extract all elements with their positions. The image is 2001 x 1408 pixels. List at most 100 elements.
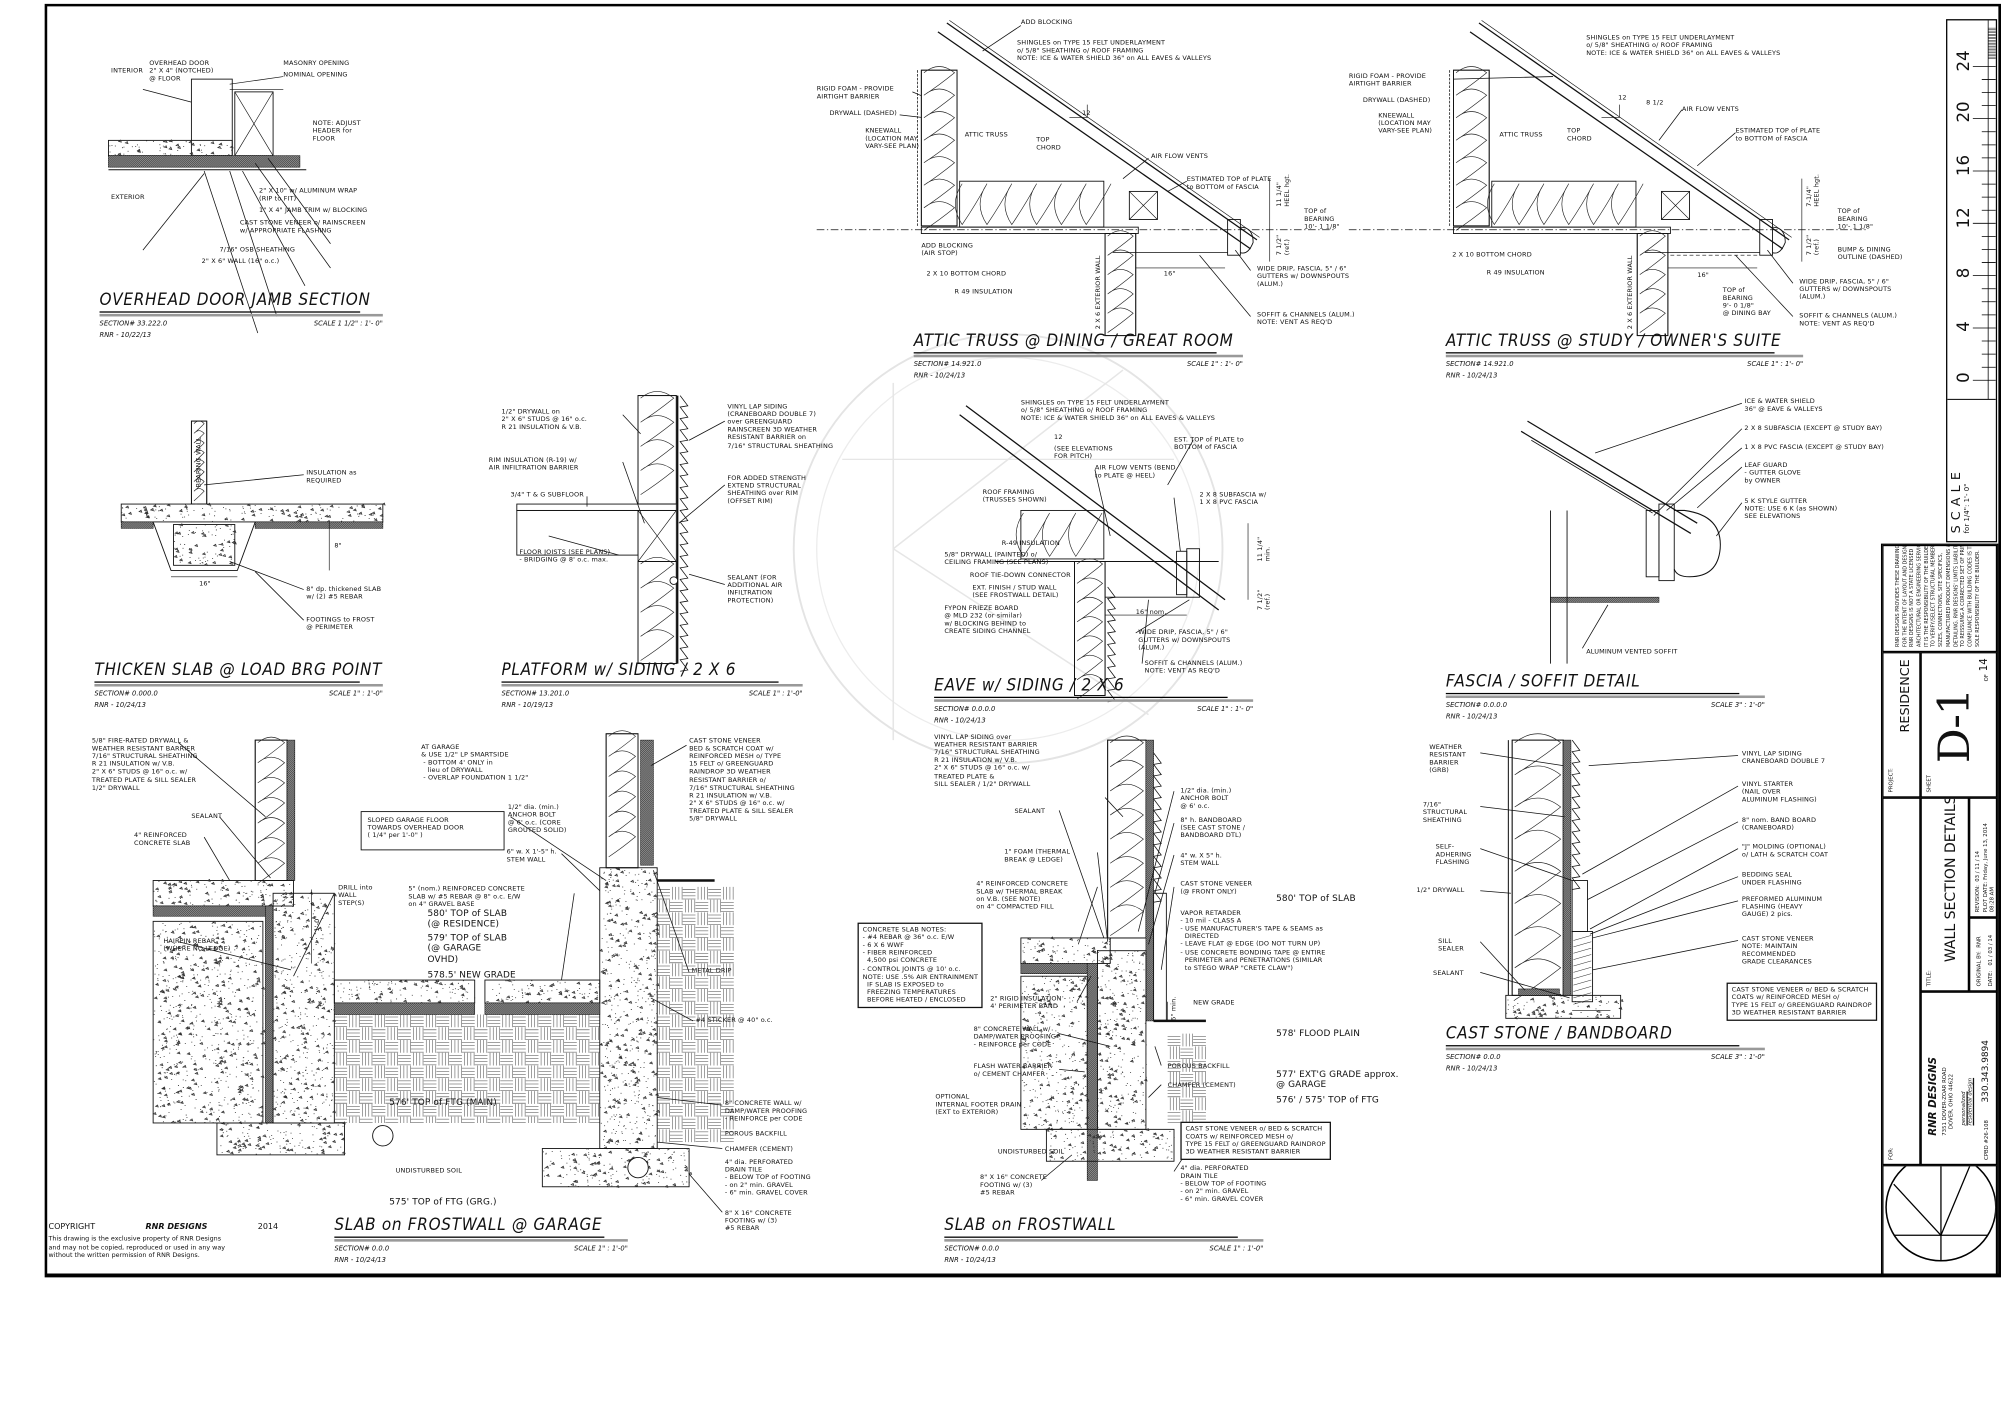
annotation-note: 5" (nom.) REINFORCED CONCRETE SLAB w/ #5… bbox=[408, 885, 525, 909]
ceiling-insulation bbox=[1491, 180, 1637, 228]
leader-line bbox=[204, 474, 304, 486]
concrete-footing bbox=[541, 1148, 690, 1188]
title-cell: TITLE: WALL SECTION DETAILS bbox=[1920, 797, 1970, 992]
concrete-floor-texture bbox=[109, 139, 234, 156]
leader-line bbox=[1097, 852, 1109, 942]
annotation-note: CHAMFER (CEMENT) bbox=[1167, 1082, 1236, 1090]
annotation-note: SILL SEALER bbox=[1438, 937, 1464, 954]
wall-insulation-batt bbox=[1110, 735, 1144, 936]
leader-line bbox=[203, 170, 259, 334]
leader-line bbox=[653, 870, 690, 973]
detail-scale: SCALE 1" : 1'- 0" bbox=[1186, 361, 1243, 369]
disclaimer-cell: RNR DESIGNS PROVIDES THESE DRAWINGS FOR … bbox=[1882, 544, 1998, 653]
leader-line bbox=[1588, 755, 1739, 767]
sheet-label: SHEET bbox=[1925, 775, 1933, 793]
annotation-note: HAIRPIN REBAR (WHERE NO LEDGE) bbox=[163, 937, 231, 954]
detail-section-number: SECTION# 14.921.0 bbox=[913, 361, 982, 369]
garage-slab bbox=[333, 979, 476, 1004]
truss-heel-gusset bbox=[1128, 190, 1158, 220]
roof-pitch-symbol bbox=[1069, 104, 1088, 118]
leader-line bbox=[1480, 848, 1573, 881]
annotation-note: 16" nom. bbox=[1135, 608, 1167, 617]
annotation-note: SLOPED GARAGE FLOOR TOWARDS OVERHEAD DOO… bbox=[367, 816, 464, 840]
annotation-note: CHAMFER (CEMENT) bbox=[724, 1145, 794, 1154]
copyright-block: COPYRIGHT RNR DESIGNS 2014 This drawing … bbox=[48, 1223, 278, 1261]
fascia bbox=[1759, 219, 1773, 256]
scale-tick-label: 12 bbox=[1954, 207, 1975, 229]
leader-line bbox=[1589, 848, 1739, 930]
leader-line bbox=[178, 742, 266, 817]
leader-line bbox=[688, 1173, 723, 1213]
copyright-text: This drawing is the exclusive property o… bbox=[48, 1235, 226, 1260]
slab bbox=[120, 503, 384, 523]
annotation-note: SEALANT bbox=[1433, 969, 1464, 978]
annotation-note: R-49 INSULATION bbox=[1001, 539, 1060, 548]
annotation-note: VINYL LAP SIDING CRANEBOARD DOUBLE 7 bbox=[1741, 750, 1826, 766]
bottom-chord bbox=[1453, 226, 1671, 234]
disclaimer-text: RNR DESIGNS PROVIDES THESE DRAWINGS FOR … bbox=[1893, 544, 1980, 647]
revision-cell: REVISION: 03 / 11 / 14 PLOT DATE: Friday… bbox=[1969, 797, 1998, 918]
detail-scale: SCALE 1 1/2" : 1'- 0" bbox=[313, 320, 383, 328]
leader-line bbox=[1154, 1046, 1162, 1066]
gutter bbox=[1772, 226, 1786, 254]
annotation-note: 16" bbox=[1697, 271, 1709, 280]
detail-title: ATTIC TRUSS @ DINING / GREAT ROOM bbox=[913, 332, 1233, 354]
detail-revision: RNR - 10/24/13 bbox=[934, 717, 986, 725]
annotation-note: TOP of BEARING 10'- 1 1/8" bbox=[1304, 208, 1340, 232]
leader-line bbox=[982, 25, 1022, 52]
roof-top-chord bbox=[1520, 430, 1692, 534]
annotation-note: CONCRETE SLAB NOTES: - #4 REBAR @ 36" o.… bbox=[857, 922, 984, 1009]
annotation-note: 2 X 10 BOTTOM CHORD bbox=[1452, 251, 1532, 260]
annotation-note: 2" RIGID INSULATION - 4' PERIMETER BAND bbox=[990, 995, 1067, 1011]
detail-title: EAVE w/ SIDING / 2 X 6 bbox=[934, 676, 1228, 699]
wall-insulation-batt bbox=[1076, 558, 1104, 700]
leader-line bbox=[1148, 1084, 1162, 1098]
leader-line bbox=[1059, 1068, 1085, 1073]
wall-insulation-batt bbox=[608, 730, 636, 858]
annotation-note: 11 1/4" HEEL hgt. bbox=[1276, 173, 1292, 207]
project-label: PROJECT: bbox=[1887, 768, 1894, 793]
stem-wall bbox=[1505, 994, 1622, 1019]
annotation-note: KNEEWALL (LOCATION MAY VARY-SEE PLAN) bbox=[1378, 112, 1433, 136]
gutter bbox=[1240, 226, 1254, 254]
annotation-note: EST. TOP of PLATE to BOTTOM of FASCIA bbox=[1174, 436, 1244, 452]
company-phone: 330.343.9894 bbox=[1980, 1040, 1991, 1103]
annotation-note: SOFFIT & CHANNELS (ALUM.) NOTE: VENT AS … bbox=[1144, 659, 1243, 676]
drain-tile bbox=[372, 1125, 394, 1147]
annotation-note: WIDE DRIP, FASCIA, 5" / 6" GUTTERS w/ DO… bbox=[1256, 265, 1350, 289]
annotation-note: 577' EXT'G GRADE approx. @ GARAGE bbox=[1276, 1069, 1399, 1091]
annotation-note: ATTIC TRUSS bbox=[964, 131, 1008, 140]
undisturbed-soil-hatch bbox=[1167, 1033, 1206, 1123]
leader-line bbox=[1767, 249, 1794, 284]
detail-section-number: SECTION# 13.201.0 bbox=[501, 690, 570, 699]
vapor-layer bbox=[120, 521, 154, 529]
title-underline bbox=[1445, 1047, 1765, 1051]
annotation-note: NOTE: ADJUST HEADER for FLOOR bbox=[312, 119, 361, 144]
annotation-note: 1/2" DRYWALL bbox=[1416, 886, 1465, 895]
ceiling-insulation-batt bbox=[954, 183, 1112, 226]
wall-insulation bbox=[1074, 561, 1106, 696]
annotation-note: 2 X 6 EXTERIOR WALL bbox=[1627, 255, 1635, 330]
leader-line bbox=[178, 941, 292, 971]
wall-studs bbox=[637, 395, 677, 505]
annotation-note: R 49 INSULATION bbox=[1486, 269, 1545, 277]
annotation-note: 11 1/4" min. bbox=[1256, 536, 1273, 562]
wall-insulation bbox=[1104, 233, 1137, 337]
annotation-note: WIDE DRIP, FASCIA, 5" / 6" GUTTERS w/ DO… bbox=[1138, 629, 1231, 653]
copyright-label: COPYRIGHT bbox=[48, 1222, 96, 1232]
title-block: FOR: RNR DESIGNS 7351 DOVER-ZOAR ROAD DO… bbox=[1880, 543, 1999, 1277]
annotation-note: 1/2" DRYWALL on 2" X 6" STUDS @ 16" o.c.… bbox=[501, 408, 587, 432]
annotation-note: CAST STONE VENEER o/ BED & SCRATCH COATS… bbox=[1180, 1121, 1331, 1161]
annotation-note: SOFFIT & CHANNELS (ALUM.) NOTE: VENT AS … bbox=[1799, 312, 1898, 329]
kneewall-insulation bbox=[1453, 69, 1490, 227]
leader-line bbox=[1059, 1033, 1111, 1047]
annotation-note: 5/8" DRYWALL (PAINTED) o/ CEILING FRAMIN… bbox=[944, 551, 1049, 567]
annotation-note: R 49 INSULATION bbox=[954, 288, 1013, 297]
leader-line bbox=[203, 836, 231, 881]
annotation-note: SEALANT bbox=[1014, 807, 1046, 816]
